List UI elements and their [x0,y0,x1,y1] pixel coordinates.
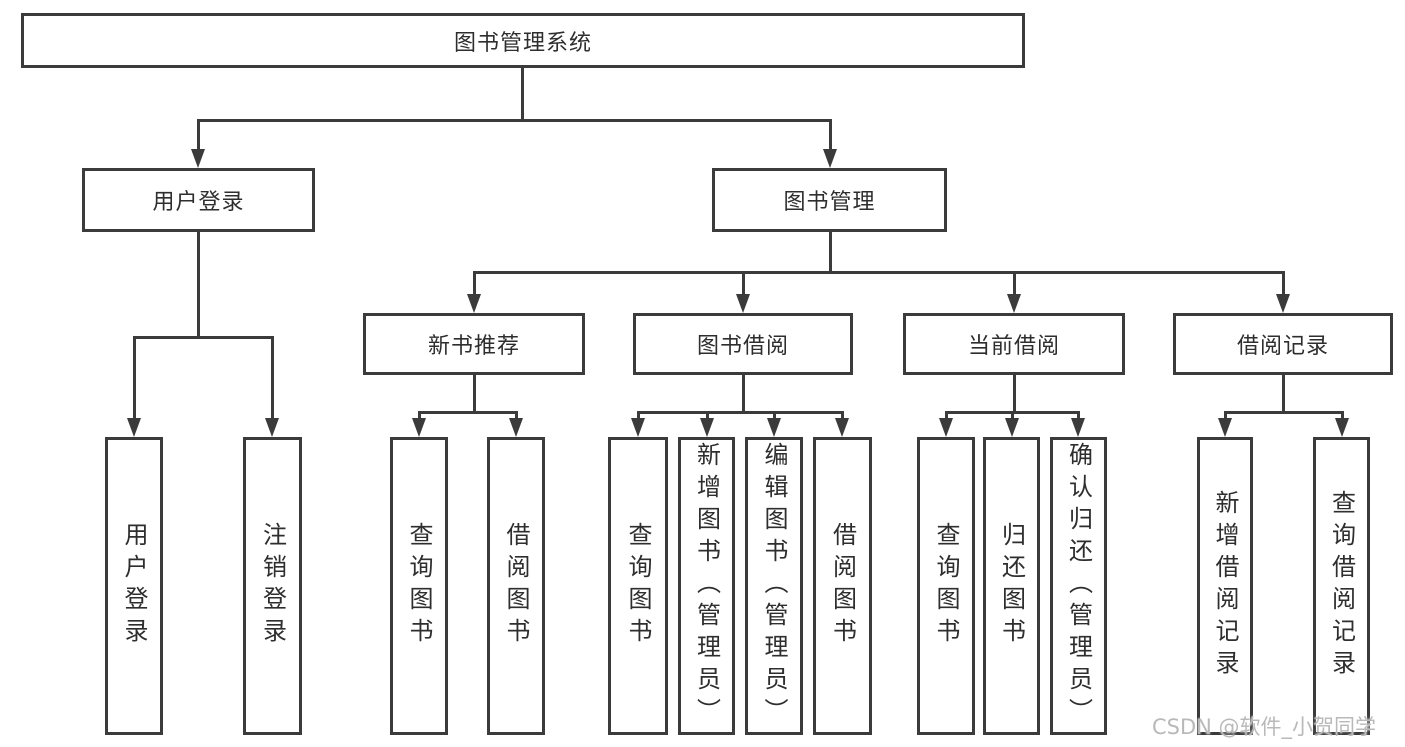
node-borrow-records: 借阅记录 [1173,313,1393,375]
arrowhead-down-icon [1007,294,1021,313]
connector-line [1282,375,1285,414]
connector-line [133,336,136,422]
node-user-login-label: 用户登录 [152,190,245,215]
node-user-login: 用户登录 [82,168,315,232]
node-new-book-recommend: 新书推荐 [363,313,585,375]
leaf-edit-book-admin: 编辑图书（管理员） [745,437,803,735]
connector-line [418,411,518,414]
arrowhead-down-icon [412,418,426,437]
connector-line [197,119,832,122]
node-book-borrow: 图书借阅 [633,313,853,375]
arrowhead-down-icon [700,418,714,437]
arrowhead-down-icon [509,418,523,437]
connector-line [515,411,518,421]
connector-line [1224,411,1344,414]
connector-line [197,232,200,339]
leaf-query-books-current-label: 查询图书 [932,522,960,650]
node-book-management-label: 图书管理 [783,190,876,215]
arrowhead-down-icon [1335,418,1349,437]
connector-line [773,411,776,421]
connector-line [473,271,476,299]
arrowhead-down-icon [1276,294,1290,313]
leaf-borrow-books: 借阅图书 [813,437,872,735]
node-current-borrow: 当前借阅 [903,313,1125,375]
arrowhead-down-icon [127,418,141,437]
leaf-borrow-books-recommend-label: 借阅图书 [502,522,530,650]
connector-line [637,411,640,421]
connector-line [841,411,844,421]
arrowhead-down-icon [823,149,837,168]
leaf-add-book-admin-label: 新增图书（管理员） [692,442,721,730]
leaf-user-login: 用户登录 [105,437,163,735]
arrowhead-down-icon [736,294,750,313]
connector-line [637,411,844,414]
leaf-query-books-current: 查询图书 [917,437,975,735]
connector-line [521,68,524,121]
leaf-user-login-label: 用户登录 [120,522,148,650]
leaf-query-books-recommend: 查询图书 [390,437,448,735]
watermark: CSDN @软件_小贺同学 [1152,715,1377,739]
leaf-query-books-borrow-label: 查询图书 [624,522,652,650]
node-book-borrow-label: 图书借阅 [696,334,789,359]
leaf-return-books-label: 归还图书 [997,522,1026,650]
node-book-management: 图书管理 [712,168,947,232]
connector-line [1013,375,1016,414]
connector-line [473,271,1285,274]
connector-line [197,119,200,153]
leaf-confirm-return-admin: 确认归还（管理员） [1050,437,1107,735]
node-current-borrow-label: 当前借阅 [967,334,1060,359]
node-borrow-records-label: 借阅记录 [1236,334,1329,359]
arrowhead-down-icon [939,418,953,437]
connector-line [473,375,476,414]
arrowhead-down-icon [1005,418,1019,437]
leaf-add-book-admin: 新增图书（管理员） [678,437,735,735]
connector-line [271,336,274,422]
leaf-logout: 注销登录 [243,437,302,735]
connector-line [829,232,832,274]
connector-line [1224,411,1227,421]
leaf-borrow-books-recommend: 借阅图书 [487,437,545,735]
connector-line [1011,411,1014,421]
arrowhead-down-icon [191,149,205,168]
arrowhead-down-icon [1218,418,1232,437]
leaf-query-borrow-record-label: 查询借阅记录 [1327,490,1356,682]
leaf-return-books: 归还图书 [983,437,1040,735]
connector-line [742,375,745,414]
connector-line [945,411,948,421]
connector-line [418,411,421,421]
connector-line [1013,271,1016,299]
connector-line [133,336,274,339]
leaf-add-borrow-record-label: 新增借阅记录 [1211,490,1239,682]
node-root: 图书管理系统 [21,13,1025,68]
leaf-query-books-borrow: 查询图书 [608,437,668,735]
connector-line [1282,271,1285,299]
arrowhead-down-icon [265,418,279,437]
connector-line [1341,411,1344,421]
arrowhead-down-icon [1071,418,1085,437]
connector-line [1077,411,1080,421]
connector-line [706,411,709,421]
leaf-logout-label: 注销登录 [258,522,287,650]
arrowhead-down-icon [467,294,481,313]
leaf-borrow-books-label: 借阅图书 [828,522,857,650]
node-new-book-recommend-label: 新书推荐 [427,334,520,359]
leaf-query-borrow-record: 查询借阅记录 [1313,437,1370,735]
arrowhead-down-icon [835,418,849,437]
leaf-add-borrow-record: 新增借阅记录 [1197,437,1253,735]
connector-line [829,119,832,153]
leaf-confirm-return-admin-label: 确认归还（管理员） [1064,442,1093,730]
arrowhead-down-icon [767,418,781,437]
leaf-query-books-recommend-label: 查询图书 [405,522,433,650]
node-root-label: 图书管理系统 [453,30,592,56]
connector-line [742,271,745,299]
leaf-edit-book-admin-label: 编辑图书（管理员） [760,442,788,730]
arrowhead-down-icon [631,418,645,437]
